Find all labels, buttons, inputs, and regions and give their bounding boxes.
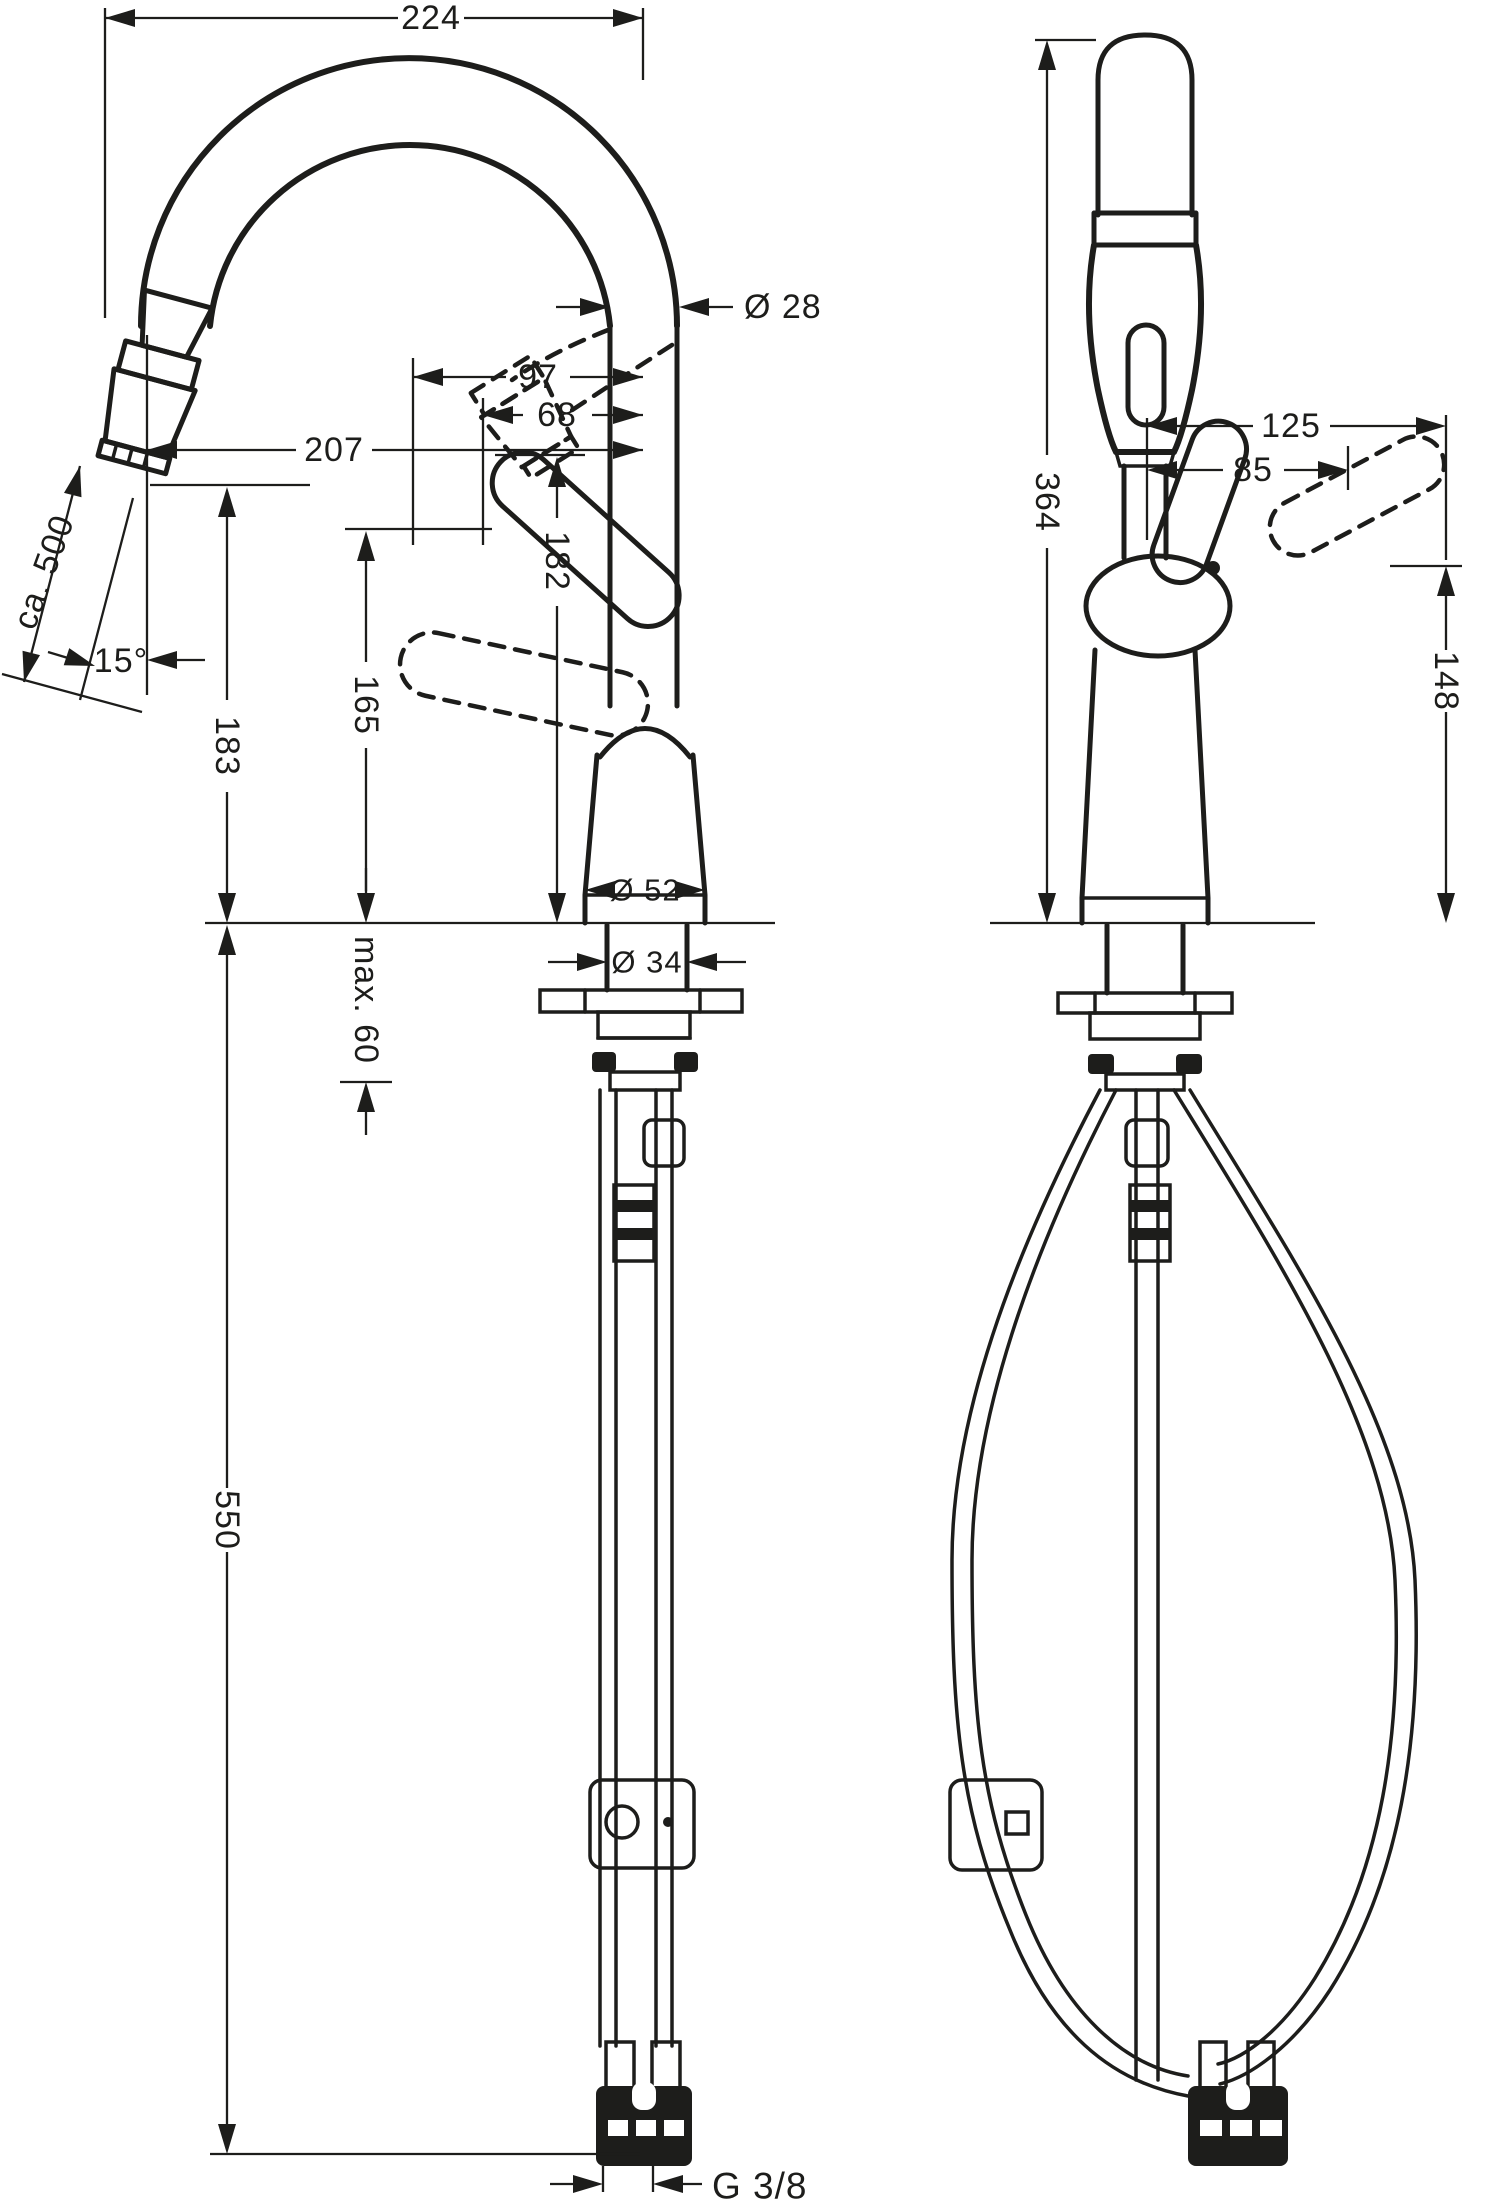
dim-angle-15: 15° <box>47 642 205 680</box>
dim-label-28: Ø 28 <box>744 288 822 326</box>
left-view: 224 Ø 28 97 68 <box>1 0 822 2207</box>
g38-connector <box>596 2040 692 2166</box>
dim-label-34: Ø 34 <box>611 945 682 980</box>
dim-label-550: 550 <box>208 1490 246 1550</box>
front-hoses <box>948 1088 1418 2166</box>
dim-label-364: 364 <box>1028 472 1066 532</box>
handle-lever-dashed <box>397 630 651 738</box>
dim-height-148: 148 <box>1390 564 1465 923</box>
dim-max-60: max. 60 <box>340 868 392 1135</box>
front-quick-connect <box>1128 1183 1172 1263</box>
supply-hoses <box>588 1088 696 2166</box>
front-body <box>1079 553 1233 926</box>
dim-label-207: 207 <box>304 431 364 469</box>
front-g38-connector <box>1188 2040 1288 2166</box>
dim-label-g38: G 3/8 <box>712 2166 808 2207</box>
mounting-hardware <box>538 922 744 1092</box>
dim-shank-diameter-34: Ø 34 <box>548 945 746 980</box>
handle-lever <box>489 449 682 629</box>
front-hose-coupling <box>948 1778 1044 1872</box>
dim-offset-207: 207 <box>145 335 643 695</box>
front-handle-dashed <box>1206 434 1447 575</box>
dim-height-183: 183 <box>150 483 310 923</box>
hose-coupling <box>588 1778 696 1870</box>
dim-thread-g38: G 3/8 <box>550 2166 808 2207</box>
dim-label-85: 85 <box>1233 451 1273 489</box>
dim-spout-reach-224: 224 <box>103 0 645 318</box>
dim-label-148: 148 <box>1427 651 1465 711</box>
dim-length-550: 550 <box>208 925 640 2156</box>
dim-label-ca500: ca. 500 <box>6 510 82 634</box>
dim-offset-68: 68 <box>483 396 643 434</box>
dim-body-diameter-52: Ø 52 <box>585 873 705 908</box>
dim-offset-85: 85 <box>1147 446 1350 490</box>
dim-label-125: 125 <box>1261 407 1321 445</box>
hose-nipple <box>642 1118 686 1168</box>
right-view: 364 125 85 148 <box>948 32 1465 2166</box>
dim-label-183: 183 <box>208 716 246 776</box>
dim-offset-125: 125 <box>1145 407 1448 560</box>
dim-height-182: 182 <box>495 453 585 923</box>
dim-label-182: 182 <box>538 531 576 591</box>
dim-pipe-diameter-28: Ø 28 <box>556 288 822 326</box>
front-hose-nipple <box>1124 1118 1170 1168</box>
front-spray-head <box>1086 32 1204 561</box>
dim-label-max60: max. 60 <box>347 936 385 1064</box>
dim-label-68: 68 <box>537 396 577 434</box>
dim-height-165: 165 <box>345 527 492 923</box>
dim-label-97: 97 <box>518 358 558 396</box>
front-mounting-hardware <box>1056 922 1234 1092</box>
dim-label-224: 224 <box>401 0 461 37</box>
dim-offset-97: 97 <box>411 358 643 545</box>
dim-label-165: 165 <box>347 675 385 735</box>
front-handle-lever <box>1149 418 1249 586</box>
spray-head <box>95 287 215 477</box>
spout-arc <box>138 55 680 709</box>
dim-label-52: Ø 52 <box>609 873 680 908</box>
dim-height-364: 364 <box>1028 38 1096 923</box>
quick-connect-fitting <box>612 1183 656 1263</box>
dim-label-15deg: 15° <box>94 642 148 680</box>
